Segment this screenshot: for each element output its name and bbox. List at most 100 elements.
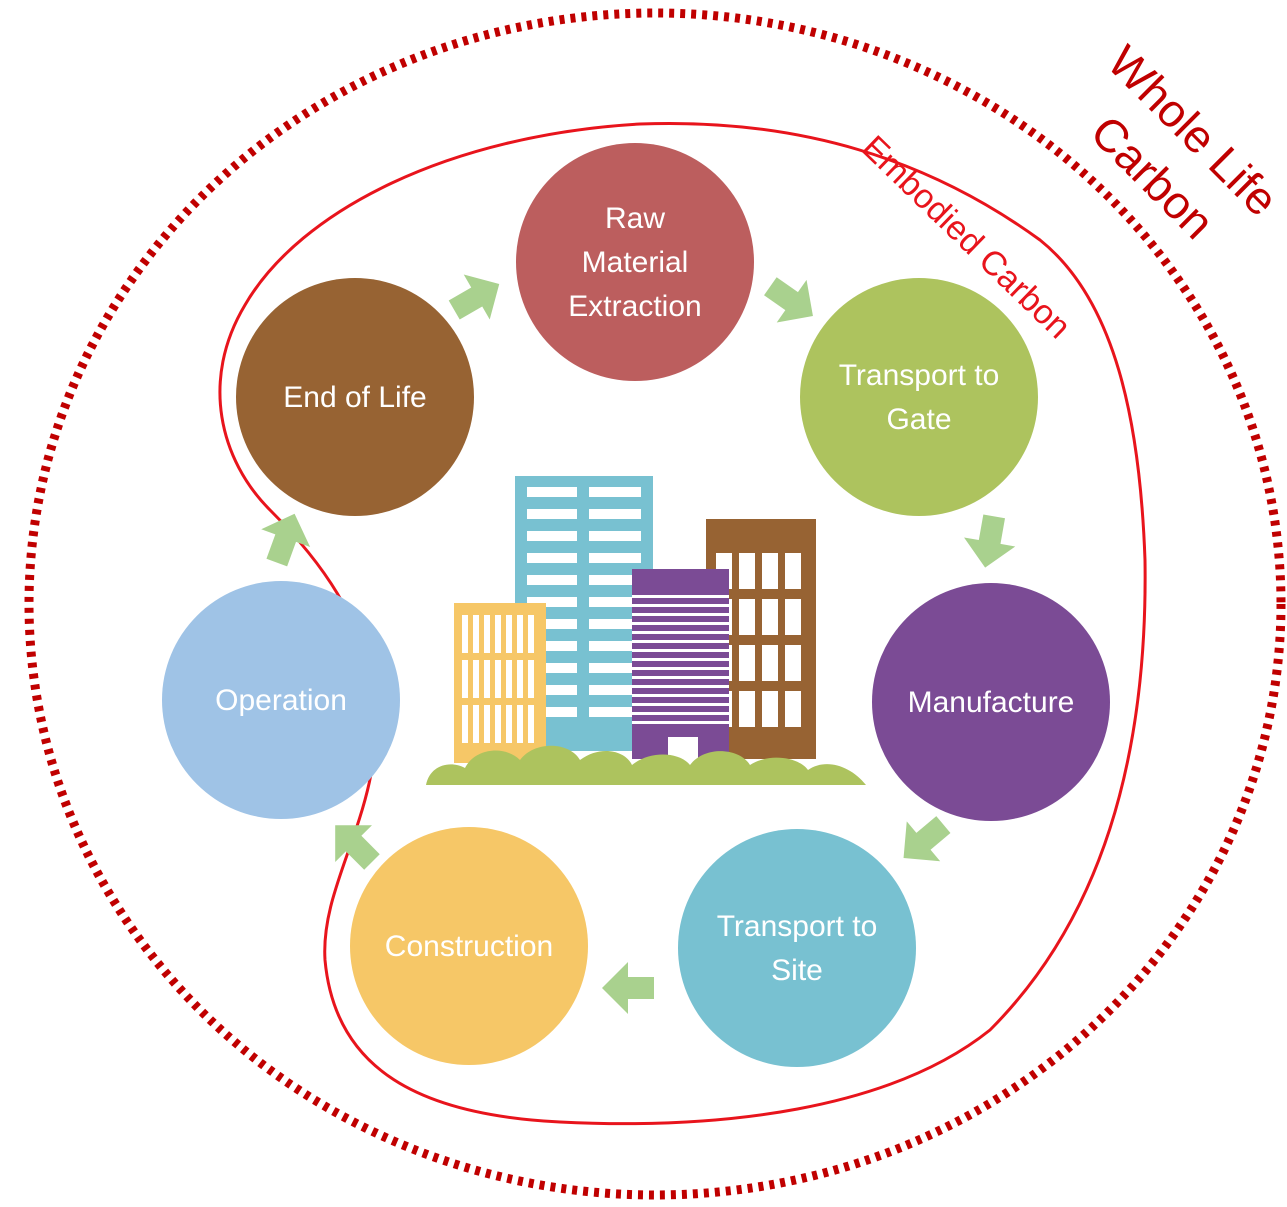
building-window [506, 705, 512, 743]
building-window [528, 705, 534, 743]
building-window [506, 615, 512, 653]
building-window [484, 615, 490, 653]
building-window [495, 615, 501, 653]
building-window [632, 694, 729, 697]
building-window [589, 575, 641, 585]
building-window [495, 660, 501, 698]
building-window [632, 667, 729, 670]
building-window [484, 705, 490, 743]
building-window [527, 553, 577, 563]
building-window [589, 509, 641, 519]
stage-circle-end-of-life [236, 278, 474, 516]
building-window [527, 487, 577, 497]
stage-construction: Construction [350, 827, 588, 1065]
stage-circle-construction [350, 827, 588, 1065]
building-window [473, 615, 479, 653]
stage-end-of-life: End of Life [236, 278, 474, 516]
building-window [785, 599, 801, 635]
building-window [528, 660, 534, 698]
building-window [632, 658, 729, 661]
building-window [589, 553, 641, 563]
cycle-arrow [903, 816, 951, 862]
stage-label-manufacture: Manufacture [908, 686, 1075, 719]
building-window [762, 553, 778, 589]
building-window [527, 531, 577, 541]
stage-operation: Operation [162, 581, 400, 819]
stage-label-transport-to-gate: Gate [886, 403, 951, 436]
cycle-arrow [964, 514, 1016, 568]
cycle-arrow [764, 277, 813, 323]
building-window [632, 703, 729, 706]
stage-circle-transport-to-gate [800, 278, 1038, 516]
building-window [739, 553, 755, 589]
building-window [484, 660, 490, 698]
building-window [527, 707, 577, 717]
building-window [739, 599, 755, 635]
building-window [589, 707, 641, 717]
stage-label-end-of-life: End of Life [283, 381, 426, 414]
building-window [462, 660, 468, 698]
building-window [527, 575, 577, 585]
stage-circle-raw-material-extraction [516, 143, 754, 381]
building-window [762, 645, 778, 681]
building-window [462, 705, 468, 743]
building-window [762, 599, 778, 635]
building-window [589, 685, 641, 695]
building-window [762, 691, 778, 727]
stage-label-operation: Operation [215, 684, 347, 717]
whole-life-boundary [24, 8, 1286, 1200]
building-window [473, 660, 479, 698]
building-window [527, 509, 577, 519]
building-window [632, 649, 729, 652]
building-window [527, 619, 577, 629]
building-window [527, 641, 577, 651]
building-window [632, 613, 729, 616]
cycle-arrows [261, 274, 1016, 1014]
building-window [473, 705, 479, 743]
stage-label-transport-to-site: Site [771, 954, 823, 987]
building-window [589, 641, 641, 651]
building-window [462, 615, 468, 653]
building-window [589, 487, 641, 497]
building-window [589, 597, 641, 607]
embodied-carbon-boundary [218, 121, 1147, 1126]
stage-transport-to-gate: Transport to Gate [800, 278, 1038, 516]
stage-label-construction: Construction [385, 930, 553, 963]
stage-circle-operation [162, 581, 400, 819]
building-window [785, 645, 801, 681]
building-window [528, 615, 534, 653]
building-window [517, 615, 523, 653]
building-window [632, 685, 729, 688]
stage-label-raw-material-extraction: Extraction [568, 290, 701, 323]
building-window [589, 663, 641, 673]
building-window [589, 531, 641, 541]
building-window [495, 705, 501, 743]
building-window [517, 660, 523, 698]
building-window [785, 553, 801, 589]
building-window [506, 660, 512, 698]
building-window [739, 645, 755, 681]
building-window [527, 663, 577, 673]
stage-label-raw-material-extraction: Material [582, 246, 689, 279]
building-window [527, 685, 577, 695]
building-window [632, 721, 729, 724]
building-window [632, 640, 729, 643]
building-window [632, 604, 729, 607]
building-window [527, 597, 577, 607]
building-window [632, 676, 729, 679]
buildings-illustration [426, 476, 866, 785]
building-window [785, 691, 801, 727]
stage-label-raw-material-extraction: Raw [605, 202, 665, 235]
cycle-arrow [261, 513, 311, 567]
cycle-arrow [602, 962, 654, 1014]
stage-label-transport-to-gate: Transport to [839, 359, 1000, 392]
building-window [632, 595, 729, 598]
stage-transport-to-site: Transport to Site [678, 829, 916, 1067]
building-window [517, 705, 523, 743]
cycle-arrow [335, 825, 380, 870]
stage-label-transport-to-site: Transport to [717, 910, 878, 943]
stage-manufacture: Manufacture [872, 583, 1110, 821]
